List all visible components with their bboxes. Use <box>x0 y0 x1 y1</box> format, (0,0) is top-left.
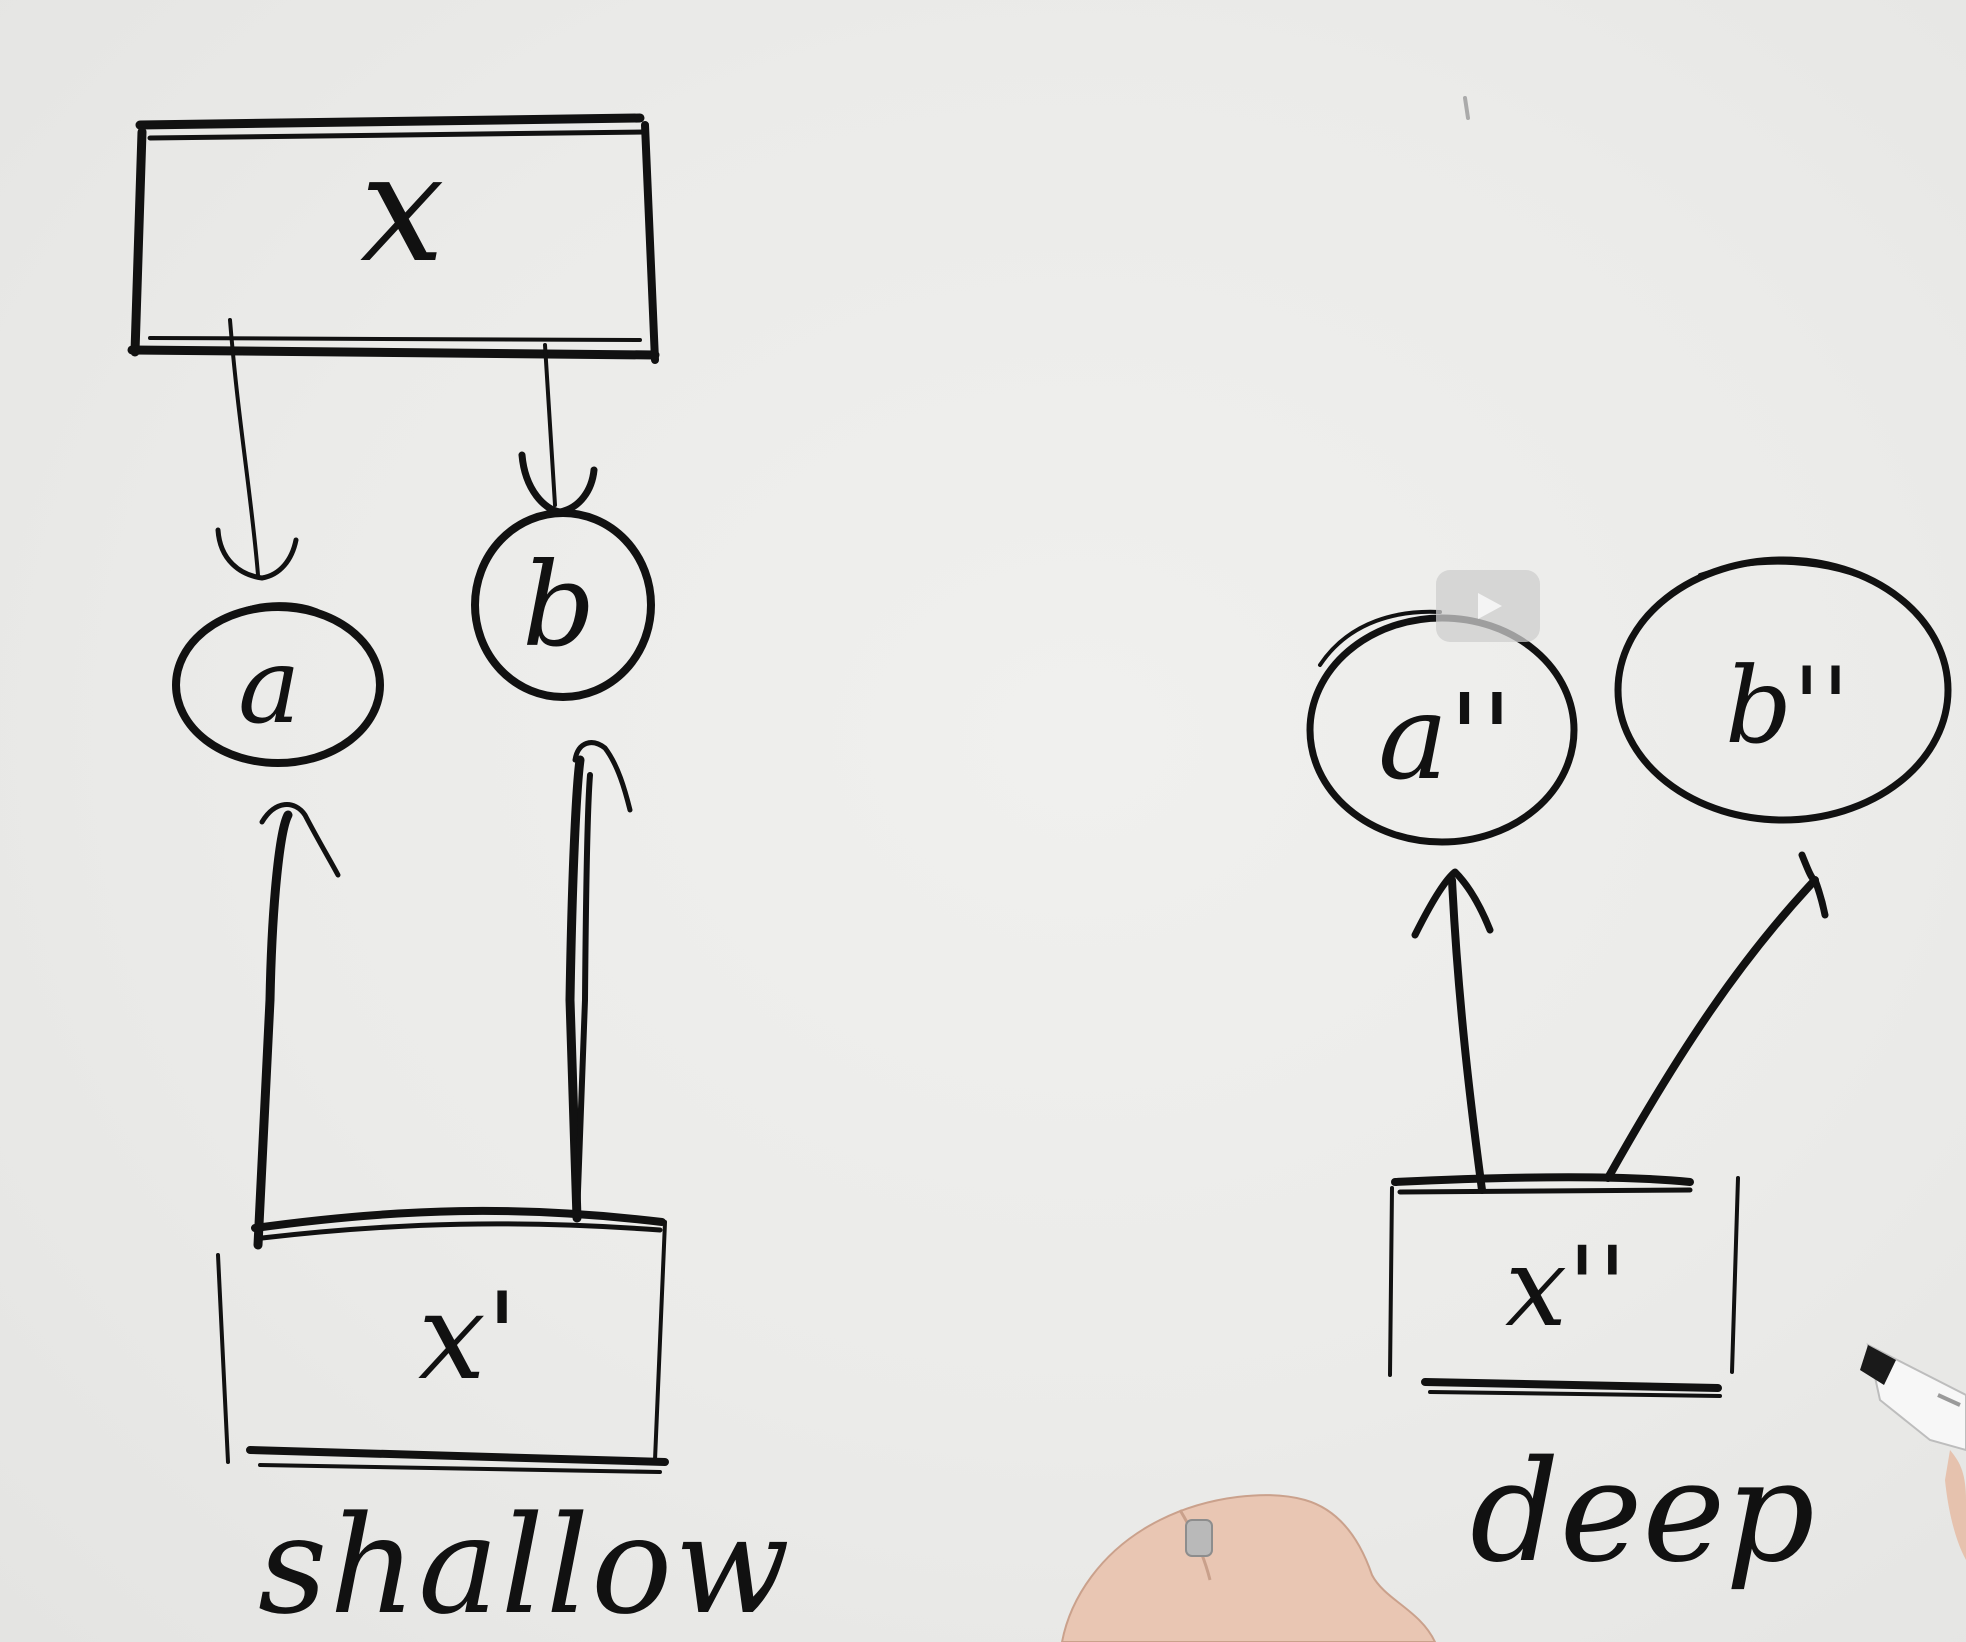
pointer-arrow-xprime-to-b <box>565 740 633 1223</box>
pointer-arrow-x-to-a <box>215 318 299 581</box>
pointer-arrow-xdouble-to-a <box>1411 868 1494 1194</box>
shared-node-a: a <box>172 602 384 767</box>
shallow-copy-box: x' <box>216 1206 669 1474</box>
pointer-arrow-xprime-to-a <box>253 802 341 1250</box>
node-a-label: a <box>238 625 301 747</box>
deep-copy-box: x'' <box>1388 1173 1740 1398</box>
presenter-hand <box>1060 1494 1437 1642</box>
deep-copy-label: x'' <box>1505 1223 1628 1351</box>
source-object-label: x <box>360 122 445 296</box>
pointer-arrow-x-to-b <box>518 343 598 516</box>
play-icon <box>1478 593 1502 619</box>
board-smudge <box>1463 96 1470 120</box>
deep-diagram: a'' b'' <box>1306 556 1952 1594</box>
node-b-label: b <box>522 539 596 673</box>
dry-erase-marker <box>1860 1343 1966 1452</box>
video-play-button[interactable] <box>1436 570 1540 642</box>
pointer-arrow-xdouble-to-b <box>1604 851 1829 1182</box>
shallow-copy-label: x' <box>418 1268 519 1407</box>
shallow-diagram: x a b <box>127 113 792 1642</box>
copied-node-b: b'' <box>1614 556 1952 824</box>
ring <box>1185 1519 1213 1557</box>
presenter-other-hand <box>1945 1450 1966 1560</box>
shallow-caption: shallow <box>258 1487 792 1642</box>
shared-node-b: b <box>471 509 655 701</box>
source-object-box: x <box>127 113 660 364</box>
deep-caption: deep <box>1470 1431 1815 1594</box>
copied-node-a: a'' <box>1306 609 1578 846</box>
deep-node-b-label: b'' <box>1725 645 1850 767</box>
deep-node-a-label: a'' <box>1378 668 1513 806</box>
